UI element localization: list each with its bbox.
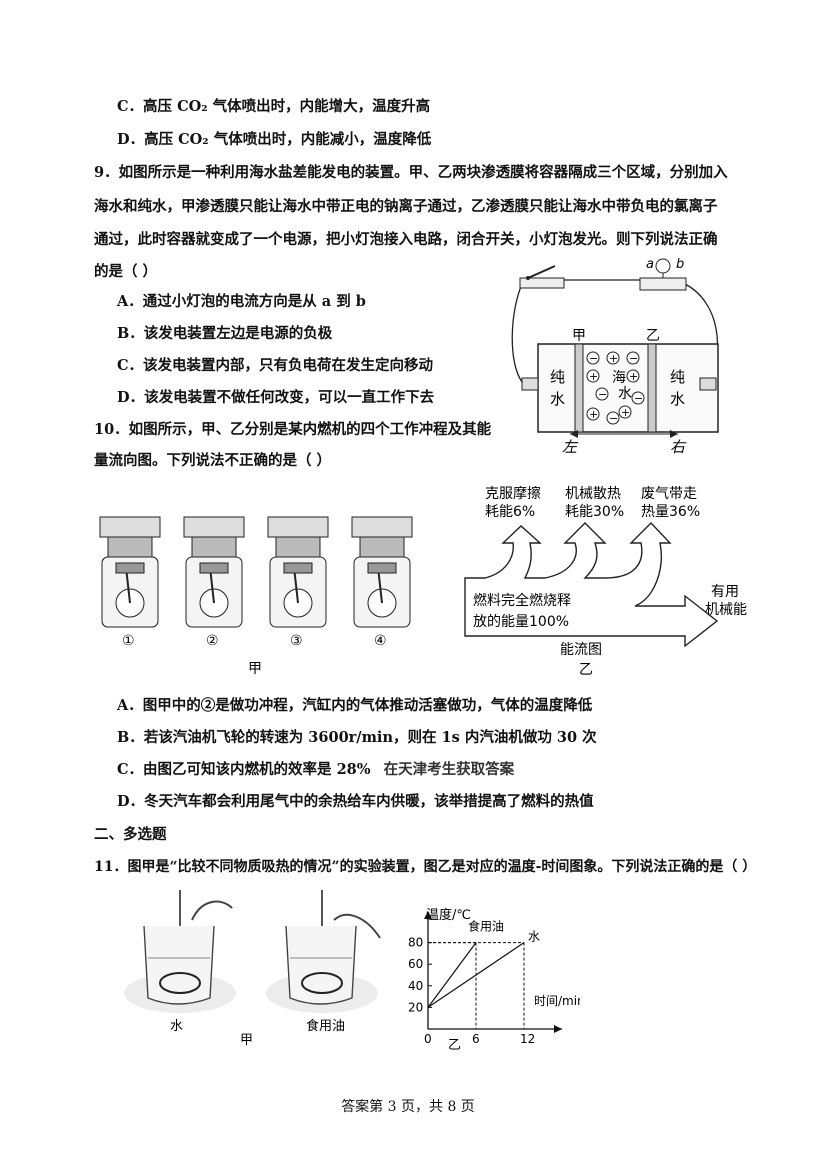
right-region-top: 纯	[670, 368, 685, 386]
watermark: 在天津考生获取答案	[383, 762, 515, 778]
section-heading: 二、多选题	[94, 826, 167, 843]
q10-option-c-text: C．由图乙可知该内燃机的效率是 28%	[117, 761, 371, 778]
main-line2: 放的能量100%	[473, 614, 569, 630]
beaker-oil-icon	[266, 890, 381, 1013]
loss2-line1: 机械散热	[565, 486, 621, 502]
q9-option-b: B．该发电装置左边是电源的负极	[117, 325, 333, 342]
stroke-2-label: ②	[206, 633, 219, 649]
stroke-4-label: ④	[374, 633, 387, 649]
x-tick-label-2: 12	[520, 1032, 535, 1046]
q9-option-a: A．通过小灯泡的电流方向是从 a 到 b	[117, 293, 366, 310]
left-terminal	[521, 377, 539, 391]
svg-text:+: +	[589, 370, 598, 383]
beaker-jia-caption: 甲	[240, 1033, 253, 1048]
jia-caption: 甲	[248, 661, 262, 677]
svg-text:+: +	[629, 370, 638, 383]
q8-option-d: D．高压 CO₂ 气体喷出时，内能减小，温度降低	[117, 131, 432, 148]
q10-option-d: D．冬天汽车都会利用尾气中的余热给车内供暖，该举措提高了燃料的热值	[117, 793, 594, 810]
svg-text:−: −	[609, 412, 618, 425]
beaker-oil-label: 食用油	[306, 1018, 345, 1034]
loss3-line2: 热量36%	[641, 504, 700, 520]
bulb-icon	[639, 258, 687, 291]
membrane-yi	[647, 343, 657, 433]
chart-xlabel: 时间/min	[534, 994, 580, 1008]
svg-text:−: −	[629, 352, 638, 365]
svg-text:−: −	[634, 392, 643, 405]
q9-option-d: D．该发电装置不做任何改变，可以一直工作下去	[117, 389, 435, 406]
y-tick-label-2: 60	[408, 957, 423, 971]
series-line-1	[427, 942, 525, 1008]
left-region-top: 纯	[550, 368, 565, 386]
q10-stem-line1: 10．如图所示，甲、乙分别是某内燃机的四个工作冲程及其能	[94, 421, 492, 438]
q11-stem: 11．图甲是“比较不同物质吸热的情况”的实验装置，图乙是对应的温度-时间图象。下…	[94, 859, 757, 875]
engine-strokes-figure: ① ② ③ ④ 甲	[99, 516, 413, 677]
jia-label: 甲	[572, 328, 586, 344]
zuo-label: 左	[562, 438, 579, 456]
energy-flow-figure: 克服摩擦 耗能6% 机械散热 耗能30% 废气带走 热量36% 燃料完全燃烧释 …	[464, 485, 747, 678]
chart-caption: 乙	[448, 1038, 461, 1053]
series-label-0: 食用油	[468, 919, 504, 934]
x-tick-label-1: 6	[472, 1032, 480, 1046]
loss3-line1: 废气带走	[641, 486, 697, 502]
left-wire	[511, 283, 523, 383]
chart-ylabel: 温度/℃	[426, 907, 471, 923]
y-tick-label-1: 40	[408, 979, 423, 993]
stroke-1-label: ①	[122, 633, 135, 649]
q9-circuit-figure: a b 甲 乙 纯 水 海 水 纯 水 − + − + + − + − − + …	[511, 257, 719, 456]
loss1-line2: 耗能6%	[485, 504, 535, 520]
svg-text:+: +	[609, 352, 618, 365]
y-tick-label-3: 80	[408, 936, 423, 950]
ions: − + − + + − + − − +	[586, 351, 645, 425]
q9-stem-line2: 海水和纯水，甲渗透膜只能让海水中带正电的钠离子通过，乙渗透膜只能让海水中带负电的…	[94, 198, 718, 215]
switch-icon	[519, 265, 565, 289]
y-tick-label-0: 20	[408, 1000, 423, 1014]
svg-text:+: +	[589, 408, 598, 421]
svg-text:−: −	[598, 388, 607, 401]
label-b: b	[676, 257, 684, 272]
mid-region-top: 海	[612, 370, 626, 386]
flow-caption: 乙	[579, 662, 593, 678]
flow-title: 能流图	[560, 642, 602, 658]
q8-option-c: C．高压 CO₂ 气体喷出时，内能增大，温度升高	[117, 98, 431, 115]
svg-text:−: −	[589, 352, 598, 365]
membrane-jia	[574, 343, 584, 433]
q9-stem-line3: 通过，此时容器就变成了一个电源，把小灯泡接入电路，闭合开关，小灯泡发光。则下列说…	[94, 231, 718, 248]
q9-stem-line1: 9．如图所示是一种利用海水盐差能发电的装置。甲、乙两块渗透膜将容器隔成三个区域，…	[94, 164, 728, 181]
loss2-line2: 耗能30%	[565, 504, 624, 520]
you-label: 右	[670, 438, 687, 456]
label-a: a	[646, 257, 654, 272]
page-footer: 答案第 3 页，共 8 页	[341, 1099, 475, 1115]
beaker-water-label: 水	[170, 1019, 183, 1034]
useful-line1: 有用	[711, 584, 739, 600]
y-axis-arrow	[424, 911, 432, 919]
right-terminal	[699, 377, 717, 391]
q10-option-c: C．由图乙可知该内燃机的效率是 28% 在天津考生获取答案	[117, 761, 514, 779]
useful-line2: 机械能	[705, 602, 747, 618]
stroke-3-label: ③	[290, 633, 303, 649]
x-axis-arrow	[554, 1025, 562, 1033]
main-line1: 燃料完全燃烧释	[473, 592, 571, 609]
yi-label: 乙	[646, 328, 660, 344]
mid-region-bot: 水	[618, 386, 632, 402]
series-line-0	[427, 942, 477, 1008]
q10-stem-line2: 量流向图。下列说法不正确的是（ ）	[94, 452, 332, 469]
right-region-bot: 水	[670, 390, 685, 408]
q9-stem-line4: 的是（ ）	[94, 263, 158, 280]
beaker-water-icon	[124, 890, 236, 1013]
q10-option-a: A．图甲中的②是做功冲程，汽缸内的气体推动活塞做功，气体的温度降低	[117, 697, 593, 714]
loss1-line1: 克服摩擦	[485, 485, 541, 502]
beakers-figure: 水 食用油 甲	[124, 890, 381, 1048]
flow-arrows	[464, 521, 719, 648]
left-region-bot: 水	[550, 390, 565, 408]
q10-option-b: B．若该汽油机飞轮的转速为 3600r/min，则在 1s 内汽油机做功 30 …	[117, 729, 597, 746]
series-label-1: 水	[528, 930, 540, 944]
svg-text:+: +	[621, 406, 630, 419]
q9-option-c: C．该发电装置内部，只有负电荷在发生定向移动	[117, 357, 434, 374]
x-tick-label-0: 0	[424, 1032, 432, 1046]
